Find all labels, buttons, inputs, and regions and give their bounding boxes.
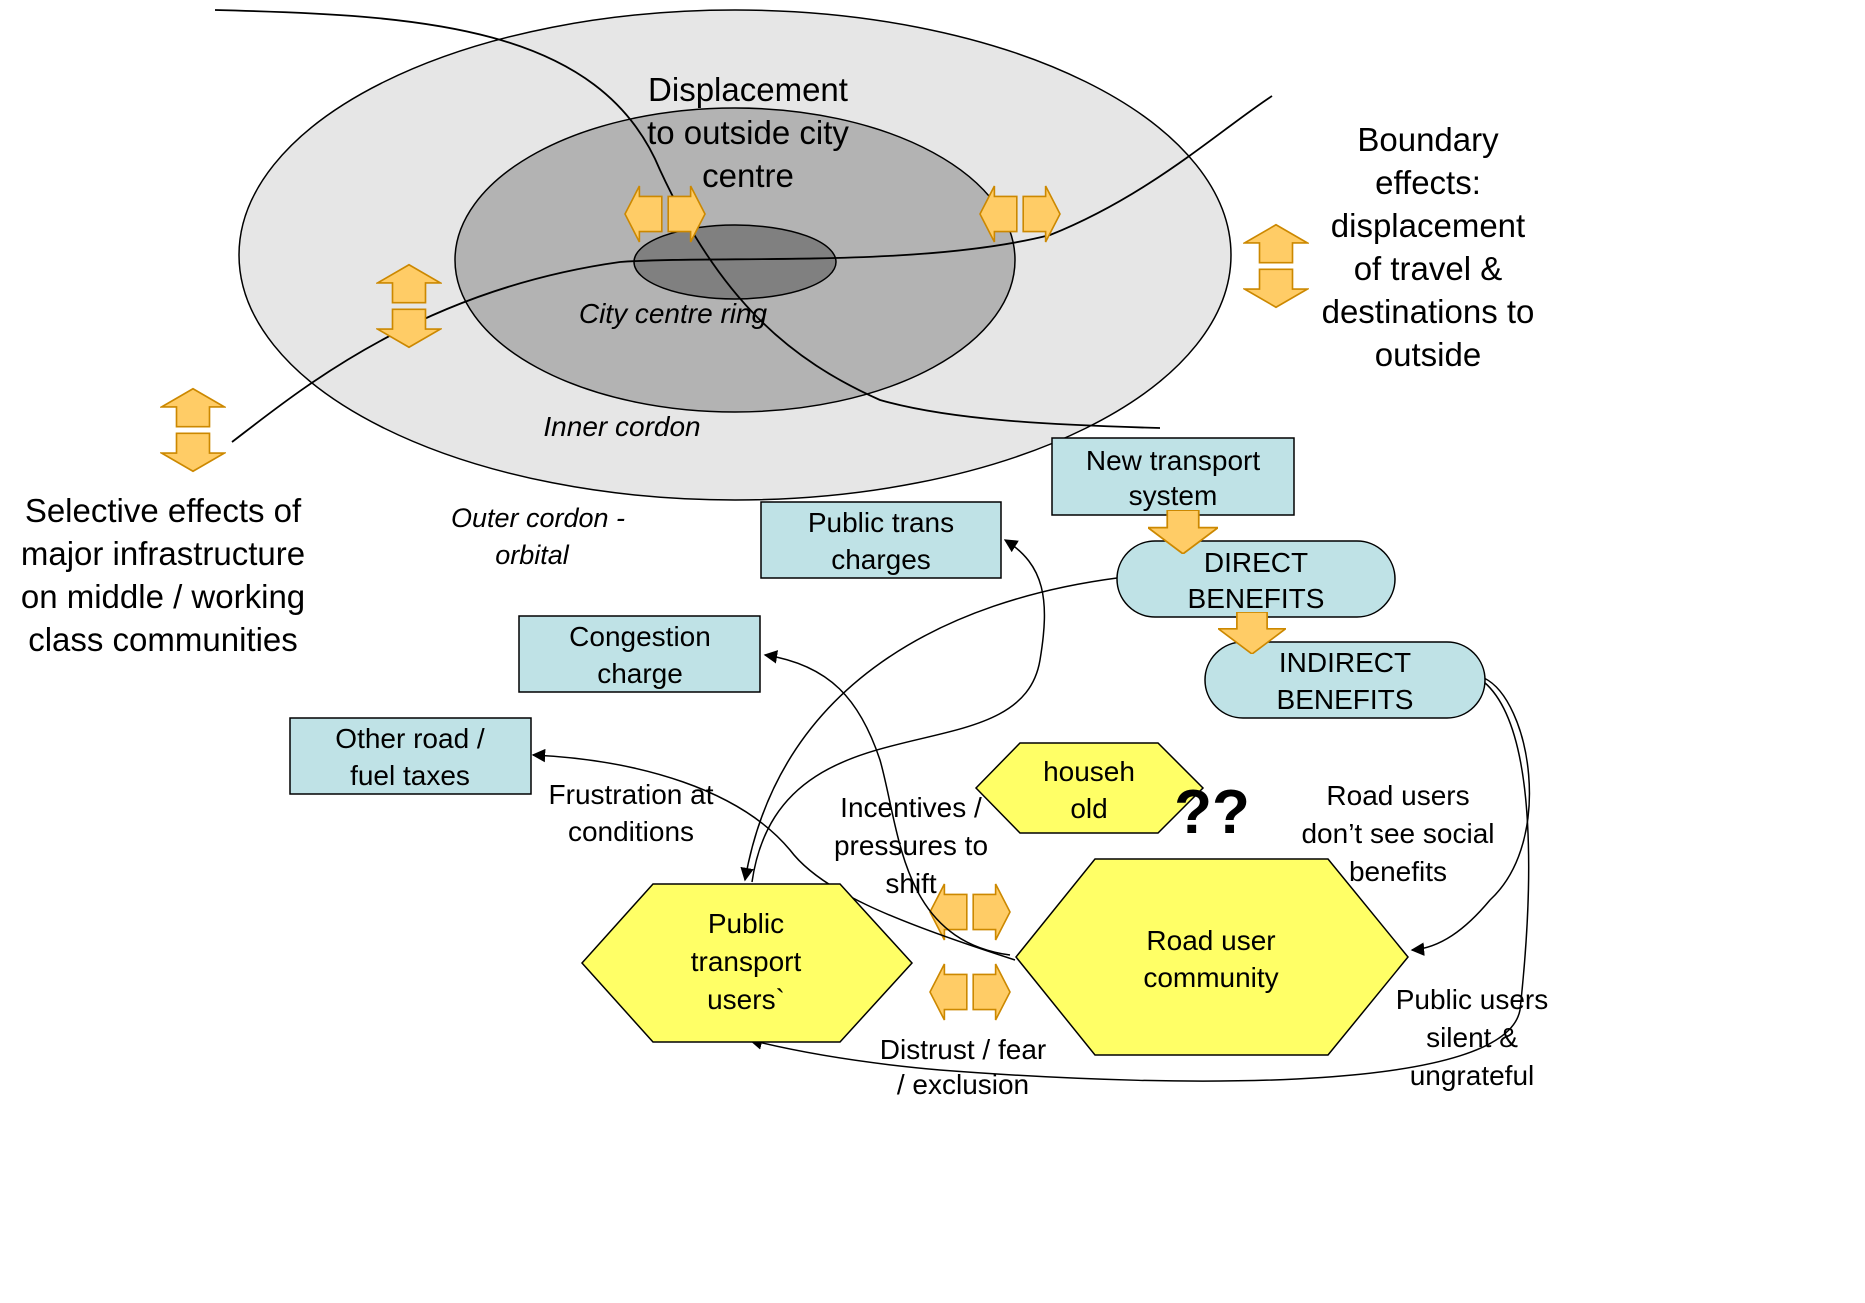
- connector-indirect-to-public-users: [748, 681, 1530, 1082]
- new-transport-text: New transport: [1086, 445, 1261, 476]
- boundary-line-3: displacement: [1331, 207, 1525, 244]
- selective-line-4: class communities: [28, 621, 298, 658]
- distrust-text-2: / exclusion: [897, 1069, 1029, 1100]
- benefit-pills: DIRECT BENEFITS INDIRECT BENEFITS: [1116, 540, 1486, 719]
- city-centre-label: City centre ring: [579, 298, 768, 329]
- connector-direct-to-public-users: [740, 577, 1118, 882]
- incentives-text-2: pressures to: [834, 830, 988, 861]
- household-text: househ: [1043, 756, 1135, 787]
- selective-effects-label: Selective effects of major infrastructur…: [21, 492, 305, 658]
- distrust-text: Distrust / fear: [880, 1034, 1046, 1065]
- household-text-2: old: [1070, 793, 1107, 824]
- public-trans-charges-text: Public trans: [808, 507, 954, 538]
- up-down-arrow-pair-icon: [160, 387, 226, 473]
- public-users-text: Public: [708, 908, 784, 939]
- incentives-text-3: shift: [885, 868, 937, 899]
- outer-cordon-label: Outer cordon -: [451, 503, 625, 533]
- annotations: Frustration at conditions Incentives / p…: [549, 779, 1549, 1100]
- indirect-benefits-pill: INDIRECT BENEFITS: [1204, 641, 1486, 719]
- radial-route-line: [214, 9, 1161, 429]
- public-users-silent-text-3: ungrateful: [1410, 1060, 1535, 1091]
- public-users-silent-text: Public users: [1396, 984, 1549, 1015]
- stakeholder-hexagons: househ old Public transport users` Road …: [580, 742, 1409, 1056]
- question-marks: ??: [1174, 778, 1250, 847]
- left-right-arrow-pair-icon: [929, 963, 1011, 1021]
- infrastructure-lines: [214, 9, 1273, 443]
- road-users-text-2: community: [1143, 962, 1278, 993]
- boundary-line-6: outside: [1375, 336, 1481, 373]
- indirect-benefits-text-2: BENEFITS: [1277, 684, 1414, 715]
- boundary-effects-label: Boundary effects: displacement of travel…: [1322, 121, 1535, 373]
- direct-benefits-text-2: BENEFITS: [1188, 583, 1325, 614]
- incentives-text: Incentives /: [840, 792, 982, 823]
- public-trans-charges-text-2: charges: [831, 544, 931, 575]
- public-users-silent-text-2: silent &: [1426, 1022, 1518, 1053]
- connector-indirect-to-road-users: [1410, 677, 1531, 956]
- left-right-arrow-pair-icon: [929, 883, 1011, 941]
- outer-cordon-label-line-2: orbital: [495, 540, 570, 570]
- new-transport-text-2: system: [1129, 480, 1218, 511]
- orbital-route-line: [231, 95, 1273, 443]
- congestion-charge-box: Congestion charge: [518, 615, 761, 693]
- road-user-community-hexagon: Road user community: [1015, 858, 1409, 1056]
- public-transport-users-hexagon: Public transport users`: [580, 883, 914, 1043]
- up-down-arrow-pair-icon: [1243, 223, 1309, 309]
- frustration-text-2: conditions: [568, 816, 694, 847]
- boundary-line-1: Boundary: [1357, 121, 1499, 158]
- frustration-text: Frustration at: [549, 779, 714, 810]
- connector-road-users-to-other-taxes: [531, 748, 1016, 961]
- new-transport-box: New transport system: [1051, 437, 1295, 516]
- direct-benefits-pill: DIRECT BENEFITS: [1116, 540, 1396, 618]
- road-users-dont-see-text-3: benefits: [1349, 856, 1447, 887]
- public-users-text-3: users`: [707, 984, 785, 1015]
- household-hexagon: househ old: [974, 742, 1205, 834]
- selective-line-3: on middle / working: [21, 578, 305, 615]
- other-taxes-box: Other road / fuel taxes: [289, 717, 532, 795]
- public-trans-charges-box: Public trans charges: [760, 501, 1002, 579]
- other-taxes-text: Other road /: [335, 723, 485, 754]
- displacement-label: Displacement: [648, 71, 848, 108]
- boundary-line-2: effects:: [1375, 164, 1481, 201]
- charge-boxes: New transport system Public trans charge…: [289, 437, 1295, 795]
- boundary-line-4: of travel &: [1354, 250, 1503, 287]
- connector-arrows: [531, 539, 1531, 1082]
- connector-road-users-to-congestion: [763, 650, 1011, 956]
- city-centre-ring: [633, 224, 837, 300]
- congestion-charge-text: Congestion: [569, 621, 711, 652]
- displacement-label-line-3: centre: [702, 157, 794, 194]
- direct-benefits-text: DIRECT: [1204, 547, 1308, 578]
- displacement-label-line-2: to outside city: [647, 114, 849, 151]
- indirect-benefits-text: INDIRECT: [1279, 647, 1411, 678]
- other-taxes-text-2: fuel taxes: [350, 760, 470, 791]
- inner-cordon-label: Inner cordon: [543, 411, 700, 442]
- selective-line-1: Selective effects of: [25, 492, 302, 529]
- boundary-line-5: destinations to: [1322, 293, 1535, 330]
- road-users-dont-see-text: Road users: [1326, 780, 1469, 811]
- public-users-text-2: transport: [691, 946, 802, 977]
- road-users-dont-see-text-2: don’t see social: [1301, 818, 1494, 849]
- congestion-charge-text-2: charge: [597, 658, 683, 689]
- connector-public-charges-to-users: [751, 539, 1046, 883]
- road-users-text: Road user: [1146, 925, 1275, 956]
- ring-labels: Displacement to outside city centre City…: [451, 71, 849, 570]
- selective-line-2: major infrastructure: [21, 535, 305, 572]
